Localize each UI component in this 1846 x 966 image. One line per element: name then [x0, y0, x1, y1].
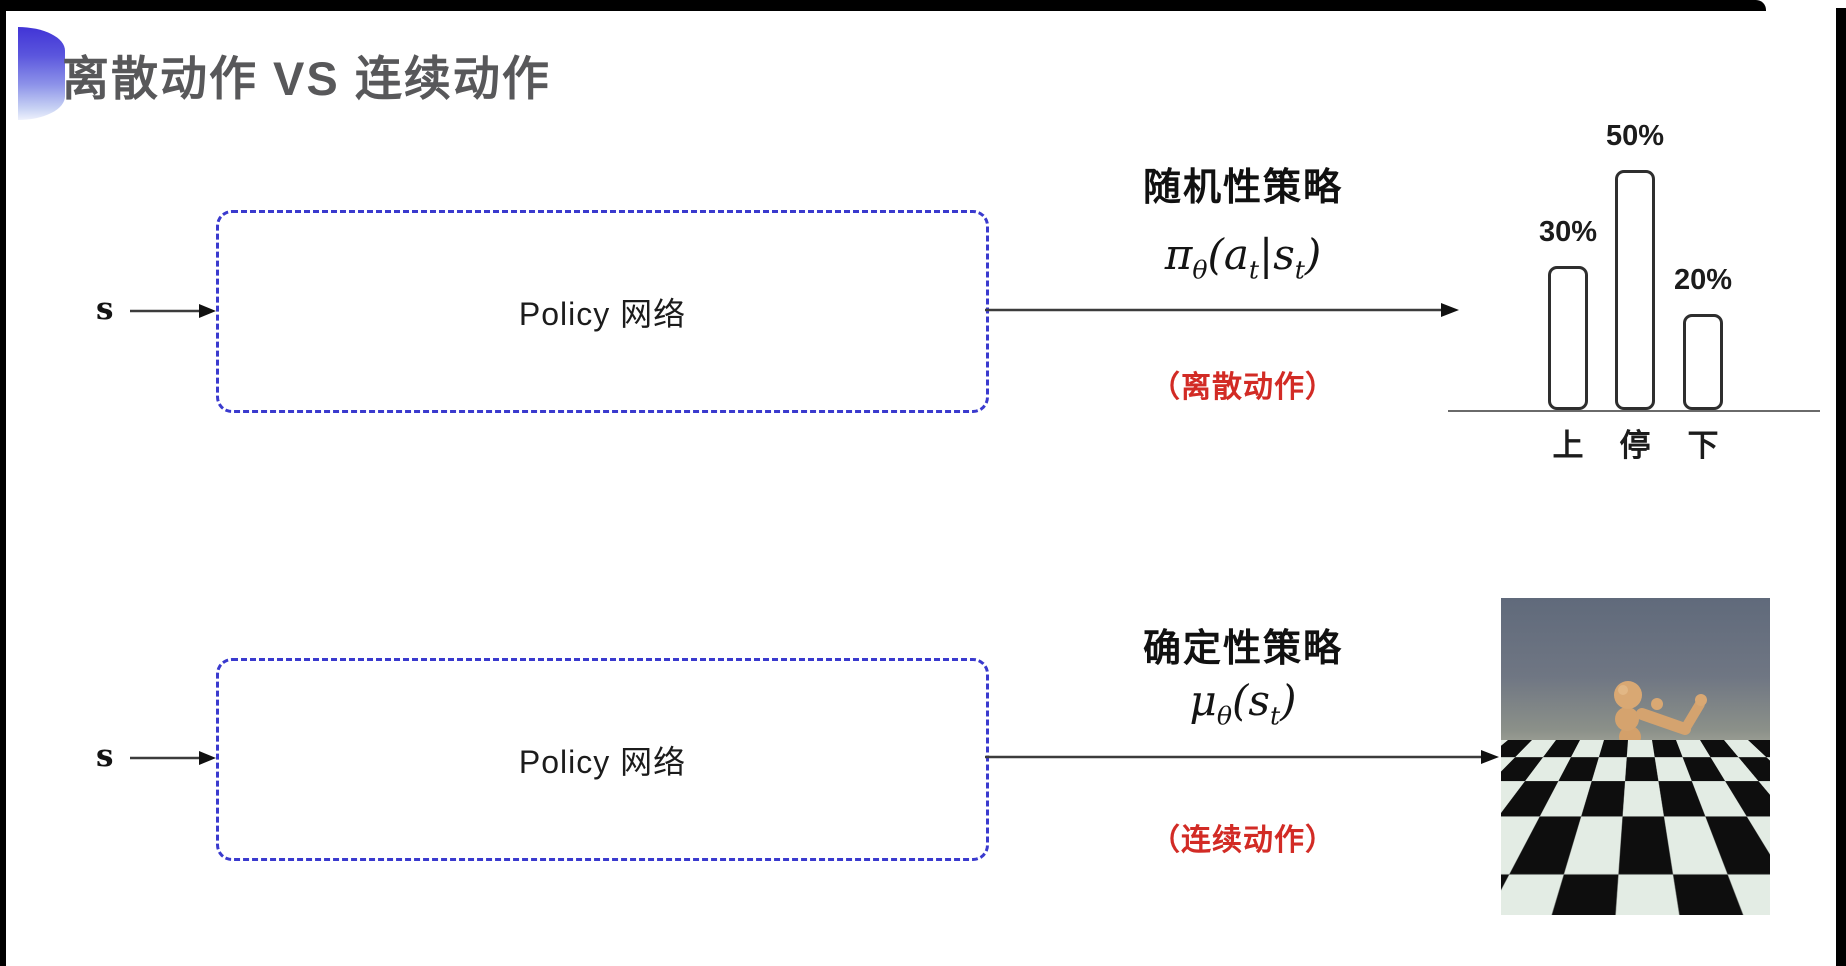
bar-value-label: 50%: [1605, 120, 1665, 152]
bar-category-label: 下: [1687, 428, 1719, 463]
state-input-label: s: [96, 291, 114, 327]
probability-bar-chart: 30% 50% 20% 上 停 下: [1448, 100, 1820, 465]
bar-category-label: 停: [1619, 428, 1651, 463]
bar-stop: [1615, 170, 1655, 410]
policy-type-label: 确定性策略: [1142, 628, 1343, 670]
frame-left-border: [0, 0, 6, 966]
policy-network-box: Policy 网络: [216, 658, 989, 861]
policy-box-label: Policy 网络: [518, 743, 687, 780]
humanoid-robot: [1579, 681, 1707, 911]
policy-type-label: 随机性策略: [1142, 167, 1343, 209]
input-arrow: [130, 751, 216, 765]
state-input-label: s: [96, 738, 114, 774]
humanoid-simulation-image: [1501, 598, 1770, 915]
blue-accent-circle: [18, 27, 65, 120]
bar-up: [1548, 266, 1588, 410]
chart-baseline: [1448, 410, 1820, 412]
page-title: 离散动作 VS 连续动作: [62, 52, 551, 105]
bar-category-label: 上: [1552, 428, 1584, 463]
frame-right-border: [1836, 8, 1846, 966]
bar-down: [1683, 314, 1723, 410]
action-type-note: （离散动作）: [1150, 371, 1336, 404]
output-arrow: [985, 750, 1499, 764]
policy-network-box: Policy 网络: [216, 210, 989, 413]
frame-top-border: [0, 0, 1766, 11]
policy-formula: πθ(at|st): [1164, 230, 1322, 285]
bar-value-label: 30%: [1538, 216, 1598, 248]
policy-formula: μθ(st): [1189, 676, 1297, 731]
policy-box-label: Policy 网络: [518, 295, 687, 332]
output-arrow: [985, 303, 1459, 317]
input-arrow: [130, 304, 216, 318]
action-type-note: （连续动作）: [1150, 824, 1336, 857]
bar-value-label: 20%: [1673, 264, 1733, 296]
